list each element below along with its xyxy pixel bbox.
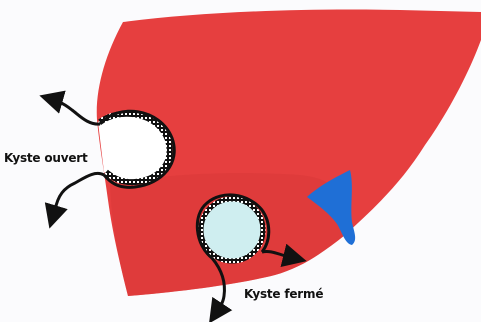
open-cyst-upper-arrow [48,98,100,124]
open-cyst-lower-arrow [52,173,104,220]
open-cyst-label: Kyste ouvert [4,151,88,165]
closed-cyst-label: Kyste fermé [244,287,323,301]
